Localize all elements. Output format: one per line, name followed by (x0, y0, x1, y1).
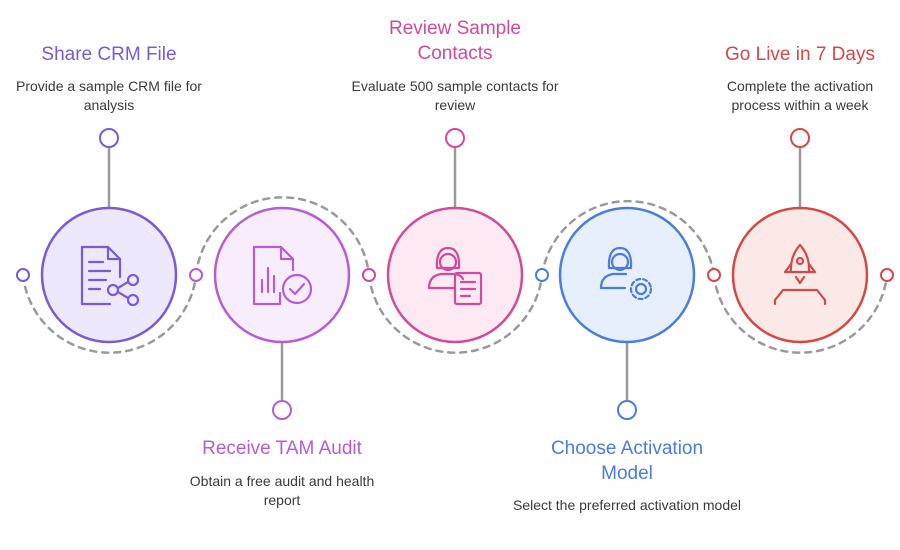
junction-dot (535, 268, 549, 282)
connector-arc-5 (712, 273, 889, 354)
junction-dot (880, 268, 894, 282)
step-circle-go-live (731, 206, 869, 344)
step-title-go-live: Go Live in 7 Days (725, 44, 875, 65)
step-title-review-contacts: Review Sample Contacts (389, 18, 521, 64)
connector-arc-2 (194, 196, 371, 277)
stem-end-dot (790, 128, 810, 148)
step-description-review-contacts: Evaluate 500 sample contacts for review (351, 78, 559, 113)
junction-dot (707, 268, 721, 282)
rocket-launch-icon (773, 243, 827, 306)
step-circle-share-crm (40, 206, 178, 344)
step-title-activation-model: Choose Activation Model (550, 438, 704, 484)
stem-end-dot (617, 400, 637, 420)
junction-dot (189, 268, 203, 282)
step-circle-tam-audit (213, 206, 351, 344)
connector-arc-1 (21, 273, 198, 354)
step-description-tam-audit: Obtain a free audit and health report (189, 473, 375, 508)
stem-end-dot (272, 400, 292, 420)
junction-dot (16, 268, 30, 282)
step-title-share-crm: Share CRM File (41, 44, 177, 65)
step-circle-activation-model (558, 206, 696, 344)
step-description-go-live: Complete the activation process within a… (726, 78, 874, 113)
step-description-share-crm: Provide a sample CRM file for analysis (16, 78, 202, 113)
person-gear-icon (599, 246, 653, 301)
connector-arc-4 (540, 199, 716, 277)
document-share-icon (80, 245, 140, 307)
stem-end-dot (99, 128, 119, 148)
junction-dot (362, 268, 376, 282)
stem-end-dot (445, 128, 465, 148)
connector-arc-3 (367, 273, 544, 354)
step-title-tam-audit: Receive TAM Audit (202, 438, 362, 459)
step-description-activation-model: Select the preferred activation model (512, 497, 741, 513)
report-check-icon (252, 245, 313, 306)
person-document-icon (427, 246, 483, 306)
